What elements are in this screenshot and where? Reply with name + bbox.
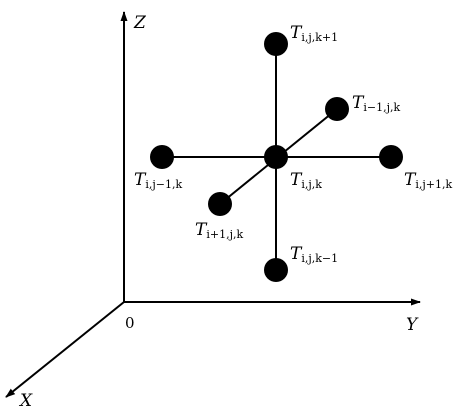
label-center: Ti,j,k (290, 170, 322, 191)
label-front: Ti+1,j,k (195, 220, 243, 241)
label-back: Ti−1,j,k (352, 93, 400, 114)
node-front (208, 192, 232, 216)
label-right: Ti,j+1,k (404, 170, 452, 191)
label-left: Ti,j−1,k (134, 170, 182, 191)
label-top: Ti,j,k+1 (290, 23, 338, 44)
origin-label: 0 (125, 314, 135, 332)
node-back (325, 97, 349, 121)
node-center (264, 145, 288, 169)
node-left (150, 145, 174, 169)
node-bottom (264, 258, 288, 282)
label-bottom: Ti,j,k−1 (290, 244, 338, 265)
y-axis-label: Y (406, 315, 419, 335)
node-right (379, 145, 403, 169)
x-axis (5, 301, 125, 398)
node-top (264, 32, 288, 56)
x-axis-label: X (18, 391, 33, 409)
z-axis-label: Z (133, 13, 147, 33)
